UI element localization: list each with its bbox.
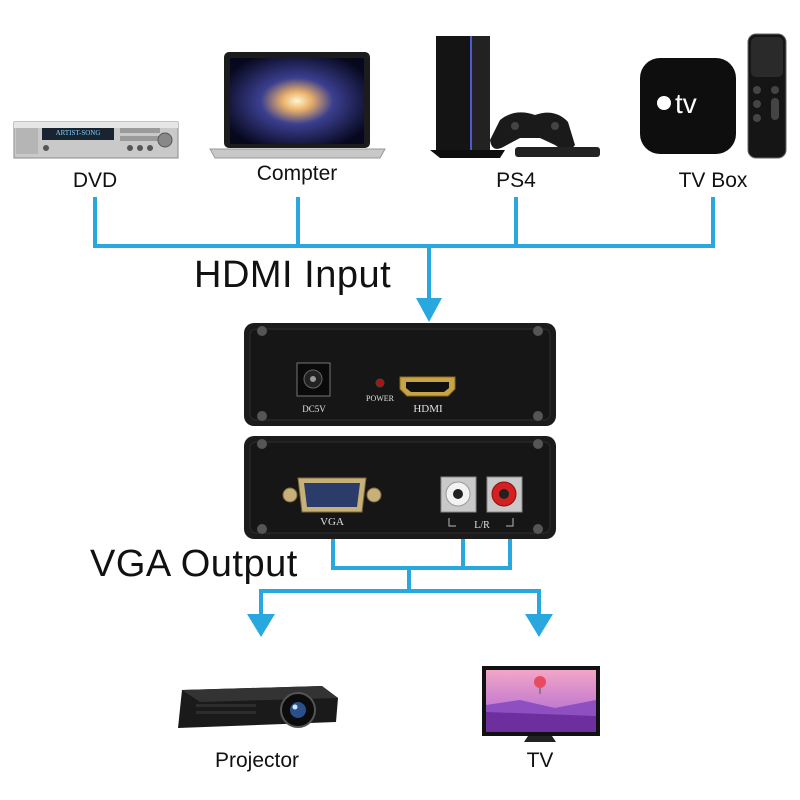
- vga-port-label: VGA: [320, 516, 344, 528]
- arrow-down-tv: [525, 614, 553, 637]
- output-title: VGA Output: [90, 543, 298, 585]
- tv-box-brand-text: tv: [675, 88, 697, 119]
- output-label-tv: TV: [526, 749, 554, 772]
- arrow-down-input: [416, 298, 442, 322]
- arrow-down-projector: [247, 614, 275, 637]
- output-label-projector: Projector: [214, 749, 300, 772]
- audio-port-label: L/R: [474, 520, 490, 531]
- power-label: POWER: [366, 394, 394, 403]
- source-label-dvd: DVD: [72, 169, 118, 192]
- source-label-tv-box: TV Box: [678, 169, 748, 192]
- source-label-ps4: PS4: [496, 169, 536, 192]
- source-label-computer: Compter: [256, 162, 338, 185]
- dc-label: DC5V: [302, 404, 326, 414]
- dvd-display-text: ARTIST-SONG: [55, 129, 101, 137]
- input-title: HDMI Input: [194, 254, 392, 296]
- hdmi-port-label: HDMI: [413, 403, 443, 415]
